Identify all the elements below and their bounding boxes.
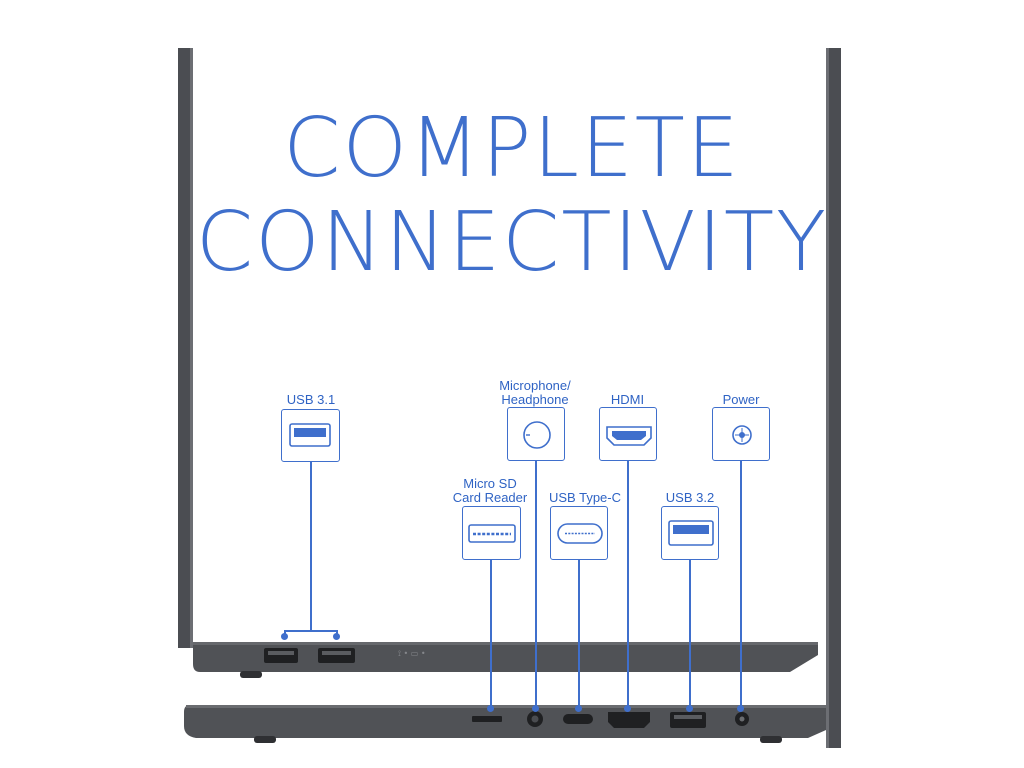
usbc-icon-box [550, 506, 608, 560]
side-hdmi-port [608, 712, 650, 728]
laptop-lid-left-edge [178, 48, 193, 648]
mic-label-line-1: Microphone/ [499, 378, 571, 393]
microsd-label-line-1: Micro SD [463, 476, 517, 491]
laptop-lid-right-edge [826, 48, 841, 748]
side-usbc-port [563, 714, 593, 724]
mic-icon-box [507, 407, 565, 461]
usbc-label: USB Type-C [548, 490, 621, 505]
svg-text:⟟ • ▭ •: ⟟ • ▭ • [398, 649, 426, 658]
power-jack-icon [732, 425, 752, 445]
microsd-label-line-2: Card Reader [452, 490, 528, 505]
usb-c-icon [557, 523, 603, 544]
side-microsd-slot [472, 716, 502, 722]
mic-label-line-2: Headphone [501, 392, 569, 407]
headline-line-1: COMPLETE [283, 101, 741, 196]
headline-line-2: CONNECTIVITY [195, 195, 829, 290]
microsd-icon-box [462, 506, 521, 560]
microsd-slot-icon [468, 524, 516, 543]
left-usb-port-1 [264, 648, 298, 663]
usb-a-icon [668, 520, 714, 546]
side-usb-port [670, 712, 706, 728]
laptop-lid-left-edge-highlight [190, 48, 193, 648]
left-usb-port-2 [318, 648, 355, 663]
hdmi-label: HDMI [610, 392, 645, 407]
power-label: Power [722, 392, 760, 407]
laptop-lid-right-edge-highlight [826, 48, 829, 748]
headphone-jack-icon [523, 421, 551, 449]
hdmi-icon [606, 426, 652, 446]
usb32-icon-box [661, 506, 719, 560]
hdmi-icon-box [599, 407, 657, 461]
power-icon-box [712, 407, 770, 461]
usb31-icon-box [281, 409, 340, 462]
usb31-label: USB 3.1 [286, 392, 336, 407]
usb-a-icon [289, 423, 331, 447]
laptop-right-side-body [184, 705, 826, 738]
usb32-label: USB 3.2 [665, 490, 715, 505]
